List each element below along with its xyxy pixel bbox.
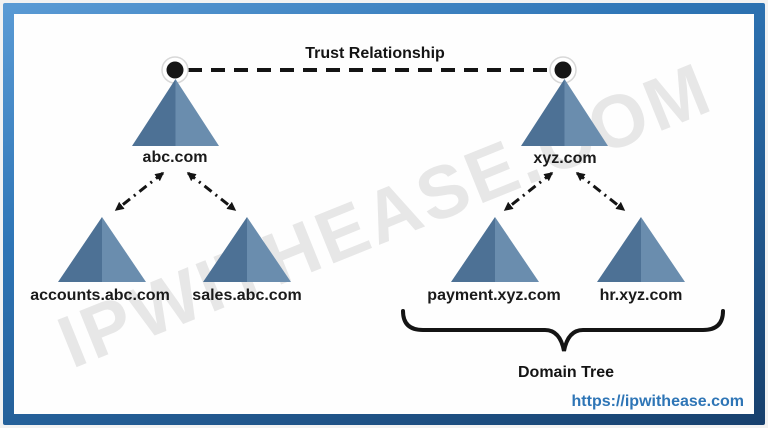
trust-relationship-label: Trust Relationship xyxy=(305,45,445,62)
page-frame xyxy=(3,3,765,425)
node-label-sales-abc-com: sales.abc.com xyxy=(192,287,302,304)
node-label-xyz-com: xyz.com xyxy=(533,150,597,167)
node-label-abc-com: abc.com xyxy=(142,149,208,166)
node-label-payment-xyz-com: payment.xyz.com xyxy=(427,287,561,304)
site-link[interactable]: https://ipwithease.com xyxy=(571,393,744,410)
node-label-hr-xyz-com: hr.xyz.com xyxy=(599,287,683,304)
node-label-accounts-abc-com: accounts.abc.com xyxy=(30,287,170,304)
domain-tree-label: Domain Tree xyxy=(517,364,615,381)
